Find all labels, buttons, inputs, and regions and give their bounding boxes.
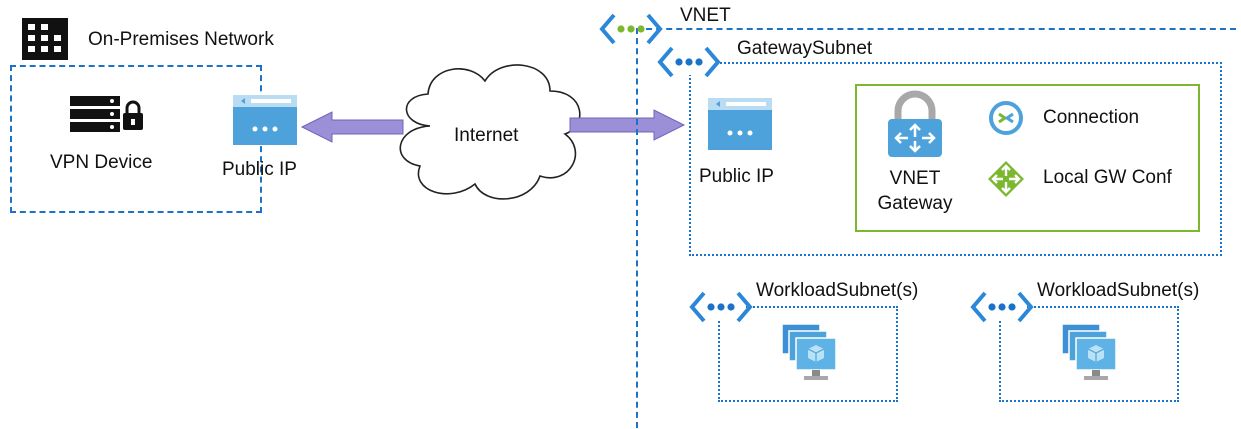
vnet-boundary-top [636, 28, 1236, 30]
local-network-gateway-icon [987, 160, 1025, 198]
workload-subnet-title: WorkloadSubnet(s) [756, 280, 919, 301]
vnet-boundary-left [636, 28, 638, 428]
onprem-network-boundary [10, 65, 262, 213]
subnet-icon [657, 45, 721, 79]
gateway-subnet-title: GatewaySubnet [737, 38, 873, 59]
vnet-public-ip-label: Public IP [699, 166, 774, 187]
gateway-subnet-boundary [689, 62, 1222, 256]
subnet-icon [689, 290, 753, 324]
building-icon [20, 16, 70, 62]
server-lock-icon [68, 95, 148, 135]
vnet-title: VNET [680, 5, 731, 26]
onprem-public-ip-label: Public IP [222, 159, 297, 180]
public-ip-icon [233, 95, 297, 145]
workload-subnet-boundary [999, 306, 1179, 402]
cloud-icon [390, 56, 590, 206]
vnet-icon [599, 12, 663, 46]
virtual-machines-icon [1060, 322, 1122, 384]
vpn-device-label: VPN Device [50, 152, 153, 173]
local-gw-conf-label: Local GW Conf [1043, 167, 1172, 188]
internet-to-vnet-arrow [568, 108, 686, 142]
connection-icon [988, 100, 1024, 136]
workload-subnet-title: WorkloadSubnet(s) [1037, 280, 1200, 301]
vnet-gateway-label-line2: Gateway [877, 193, 953, 214]
internet-label: Internet [454, 125, 519, 146]
onprem-title: On-Premises Network [88, 29, 274, 50]
vnet-gateway-label-line1: VNET [889, 168, 941, 189]
vpn-gateway-icon [886, 90, 944, 159]
vnet-gateway-group [855, 84, 1200, 232]
onprem-to-internet-arrow [300, 110, 405, 144]
vnet-public-ip-icon [708, 98, 772, 150]
subnet-icon [970, 290, 1034, 324]
virtual-machines-icon [780, 322, 842, 384]
connection-label: Connection [1043, 107, 1140, 128]
workload-subnet-boundary [718, 306, 898, 402]
